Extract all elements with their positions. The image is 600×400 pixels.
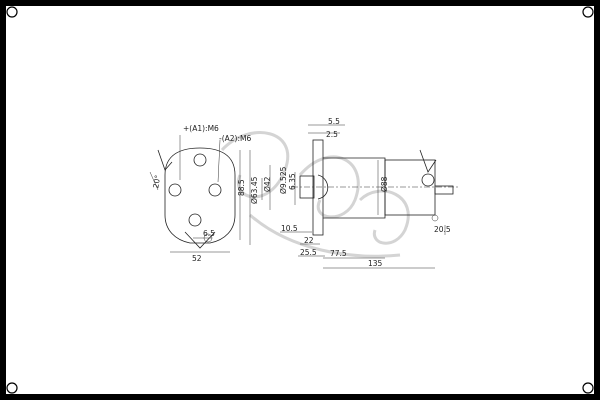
label-height: 88.5 — [237, 179, 246, 196]
front-mount-flange — [184, 231, 216, 249]
inner-panel — [6, 6, 594, 394]
front-terminal-a1 — [168, 183, 182, 197]
label-terminal-a2: -(A2):M6 — [219, 134, 251, 143]
corner-screw-icons — [6, 6, 594, 394]
label-5-5: 5.5 — [328, 117, 340, 126]
label-angle: 20° — [151, 174, 162, 189]
label-135: 135 — [368, 259, 383, 268]
label-dia-small: Ø9.525 — [279, 166, 288, 194]
label-dia-42: Ø42 — [263, 176, 272, 192]
side-shaft-key — [317, 174, 329, 200]
label-2-5: 2.5 — [326, 130, 338, 139]
label-bolt-circle: Ø63.45 — [250, 176, 259, 204]
label-22: 22 — [304, 236, 314, 245]
front-terminal-a2 — [208, 183, 222, 197]
label-20-5: 20.5 — [434, 225, 451, 234]
label-offset: 6.5 — [203, 229, 215, 238]
label-25-5: 25.5 — [300, 248, 317, 257]
label-10-5: 10.5 — [281, 224, 298, 233]
side-bolt — [431, 214, 439, 222]
label-dia-88: Ø88 — [380, 176, 389, 192]
side-terminal-stud — [434, 185, 454, 195]
label-width: 52 — [192, 254, 202, 263]
screw-icon — [6, 382, 18, 394]
front-wire-lead — [157, 149, 173, 171]
side-terminal — [421, 173, 435, 187]
label-terminal-a1: +(A1):M6 — [183, 124, 219, 133]
screw-icon — [6, 6, 18, 18]
front-view: +(A1):M6 -(A2):M6 20° Ø63.45 88.5 6.5 52 — [149, 124, 259, 263]
screw-icon — [582, 6, 594, 18]
side-view: 5.5 2.5 Ø42 Ø9.525 6.35 Ø88 10.5 22 25.5… — [261, 117, 460, 269]
label-77-5: 77.5 — [330, 249, 347, 258]
side-flange — [312, 139, 324, 236]
screw-icon — [582, 382, 594, 394]
front-hole-top — [193, 153, 207, 167]
front-housing — [164, 147, 236, 244]
front-hole-bottom — [188, 213, 202, 227]
side-wire-lead — [419, 149, 437, 173]
label-6-35: 6.35 — [288, 173, 297, 190]
